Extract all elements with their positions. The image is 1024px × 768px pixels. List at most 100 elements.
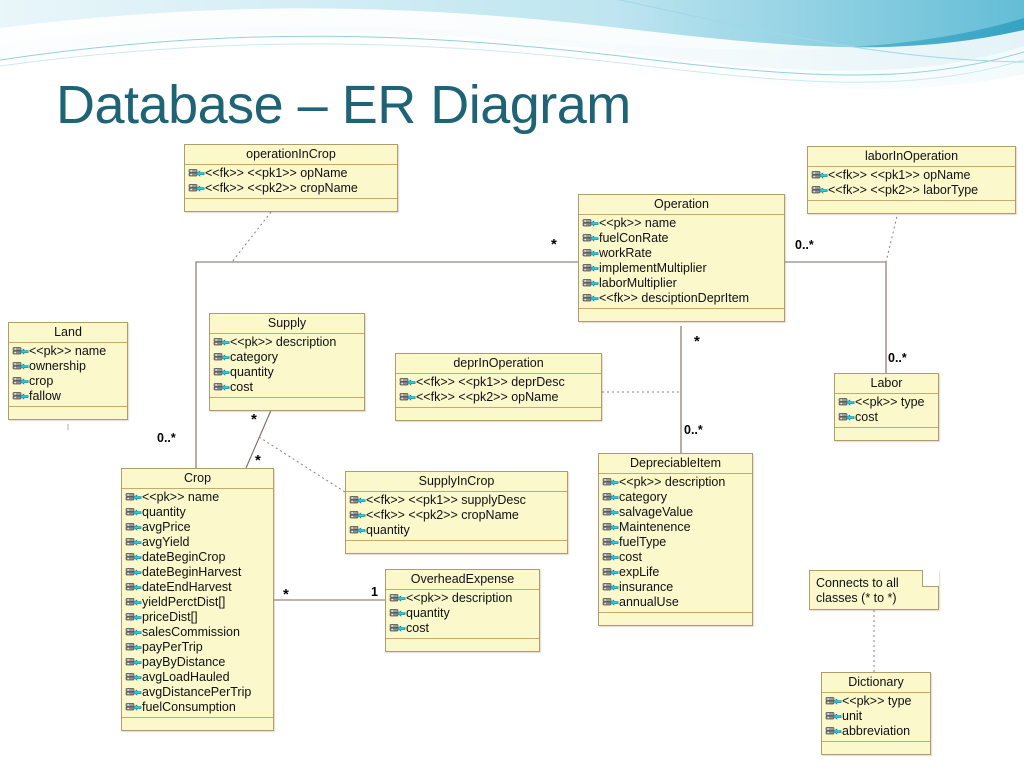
- uml-attribute-label: <<pk>> name: [142, 490, 220, 504]
- uml-attribute-label: fuelConRate: [599, 231, 669, 245]
- key-column-icon: [12, 361, 29, 373]
- key-column-icon: [825, 696, 842, 708]
- multiplicity-label: *: [551, 236, 557, 253]
- key-column-icon: [213, 337, 230, 349]
- multiplicity-label: *: [283, 586, 289, 603]
- uml-attribute-row: quantity: [348, 523, 565, 538]
- uml-attribute-label: yieldPerctDist[]: [142, 595, 226, 609]
- key-column-icon: [125, 612, 142, 624]
- uml-attribute-label: insurance: [619, 580, 674, 594]
- uml-attribute-row: abbreviation: [824, 724, 928, 739]
- uml-attribute-row: fuelConRate: [581, 231, 782, 246]
- uml-attribute-label: cost: [406, 621, 429, 635]
- uml-attribute-row: fuelType: [601, 535, 750, 550]
- uml-attribute-row: <<pk>> name: [11, 344, 125, 359]
- uml-attribute-row: <<fk>> <<pk1>> deprDesc: [398, 375, 599, 390]
- uml-class-operationInCrop[interactable]: operationInCrop<<fk>> <<pk1>> opName<<fk…: [184, 144, 398, 212]
- uml-attribute-label: <<pk>> description: [406, 591, 513, 605]
- uml-attribute-row: cost: [837, 410, 936, 425]
- uml-class-title: DepreciableItem: [599, 454, 752, 474]
- note-fold-corner: [922, 570, 939, 587]
- multiplicity-label: 0..*: [684, 423, 703, 437]
- key-column-icon: [125, 657, 142, 669]
- uml-attribute-label: avgDistancePerTrip: [142, 685, 252, 699]
- uml-attribute-row: salesCommission: [124, 625, 271, 640]
- uml-attribute-label: avgLoadHauled: [142, 670, 230, 684]
- uml-attribute-list: <<fk>> <<pk1>> opName<<fk>> <<pk2>> crop…: [185, 165, 397, 199]
- slide-header-band: [0, 0, 1024, 100]
- uml-class-title: Operation: [579, 195, 784, 215]
- uml-attribute-label: avgPrice: [142, 520, 191, 534]
- uml-class-laborInOperation[interactable]: laborInOperation<<fk>> <<pk1>> opName<<f…: [807, 146, 1016, 214]
- uml-operations-compartment: [599, 613, 752, 625]
- uml-attribute-label: priceDist[]: [142, 610, 198, 624]
- key-column-icon: [582, 263, 599, 275]
- uml-attribute-row: salvageValue: [601, 505, 750, 520]
- uml-class-title: deprInOperation: [396, 354, 601, 374]
- key-column-icon: [389, 623, 406, 635]
- uml-attribute-row: <<fk>> <<pk2>> cropName: [348, 508, 565, 523]
- key-column-icon: [125, 687, 142, 699]
- uml-attribute-row: insurance: [601, 580, 750, 595]
- uml-class-deprInOperation[interactable]: deprInOperation<<fk>> <<pk1>> deprDesc<<…: [395, 353, 602, 421]
- uml-attribute-label: fuelConsumption: [142, 700, 236, 714]
- uml-attribute-label: dateEndHarvest: [142, 580, 232, 594]
- page-title: Database – ER Diagram: [56, 75, 631, 135]
- key-column-icon: [125, 537, 142, 549]
- multiplicity-label: *: [255, 452, 261, 469]
- key-column-icon: [399, 377, 416, 389]
- key-column-icon: [582, 233, 599, 245]
- uml-attribute-label: <<pk>> name: [29, 344, 107, 358]
- key-column-icon: [125, 552, 142, 564]
- key-column-icon: [213, 367, 230, 379]
- uml-attribute-row: <<fk>> desciptionDeprItem: [581, 291, 782, 306]
- uml-class-title: operationInCrop: [185, 145, 397, 165]
- uml-attribute-row: Maintenence: [601, 520, 750, 535]
- uml-attribute-row: yieldPerctDist[]: [124, 595, 271, 610]
- uml-attribute-row: fallow: [11, 389, 125, 404]
- uml-attribute-row: <<pk>> type: [824, 694, 928, 709]
- key-column-icon: [125, 567, 142, 579]
- uml-attribute-label: <<fk>> <<pk2>> opName: [416, 390, 559, 404]
- uml-attribute-list: <<fk>> <<pk1>> opName<<fk>> <<pk2>> labo…: [808, 167, 1015, 201]
- uml-attribute-row: ownership: [11, 359, 125, 374]
- uml-attribute-row: avgDistancePerTrip: [124, 685, 271, 700]
- key-column-icon: [125, 627, 142, 639]
- uml-attribute-label: unit: [842, 709, 863, 723]
- uml-operations-compartment: [185, 199, 397, 211]
- uml-attribute-label: expLife: [619, 565, 660, 579]
- uml-attribute-row: <<fk>> <<pk1>> opName: [810, 168, 1013, 183]
- key-column-icon: [582, 293, 599, 305]
- uml-attribute-label: cost: [855, 410, 878, 424]
- note-text: Connects to all classes (* to *): [816, 576, 899, 605]
- uml-operations-compartment: [835, 428, 938, 440]
- uml-attribute-row: <<pk>> description: [212, 335, 362, 350]
- key-column-icon: [825, 711, 842, 723]
- uml-attribute-label: fuelType: [619, 535, 667, 549]
- uml-attribute-label: <<fk>> <<pk1>> deprDesc: [416, 375, 565, 389]
- uml-attribute-label: <<fk>> <<pk2>> laborType: [828, 183, 979, 197]
- uml-attribute-label: implementMultiplier: [599, 261, 707, 275]
- key-column-icon: [125, 672, 142, 684]
- uml-attribute-label: <<fk>> <<pk1>> opName: [828, 168, 971, 182]
- uml-operations-compartment: [122, 718, 273, 730]
- uml-attribute-row: annualUse: [601, 595, 750, 610]
- uml-attribute-row: dateBeginHarvest: [124, 565, 271, 580]
- key-column-icon: [582, 248, 599, 260]
- uml-attribute-label: quantity: [366, 523, 410, 537]
- uml-class-SupplyInCrop[interactable]: SupplyInCrop<<fk>> <<pk1>> supplyDesc<<f…: [345, 471, 568, 554]
- uml-attribute-label: salesCommission: [142, 625, 240, 639]
- uml-attribute-row: avgLoadHauled: [124, 670, 271, 685]
- uml-attribute-label: <<pk>> name: [599, 216, 677, 230]
- uml-class-title: laborInOperation: [808, 147, 1015, 167]
